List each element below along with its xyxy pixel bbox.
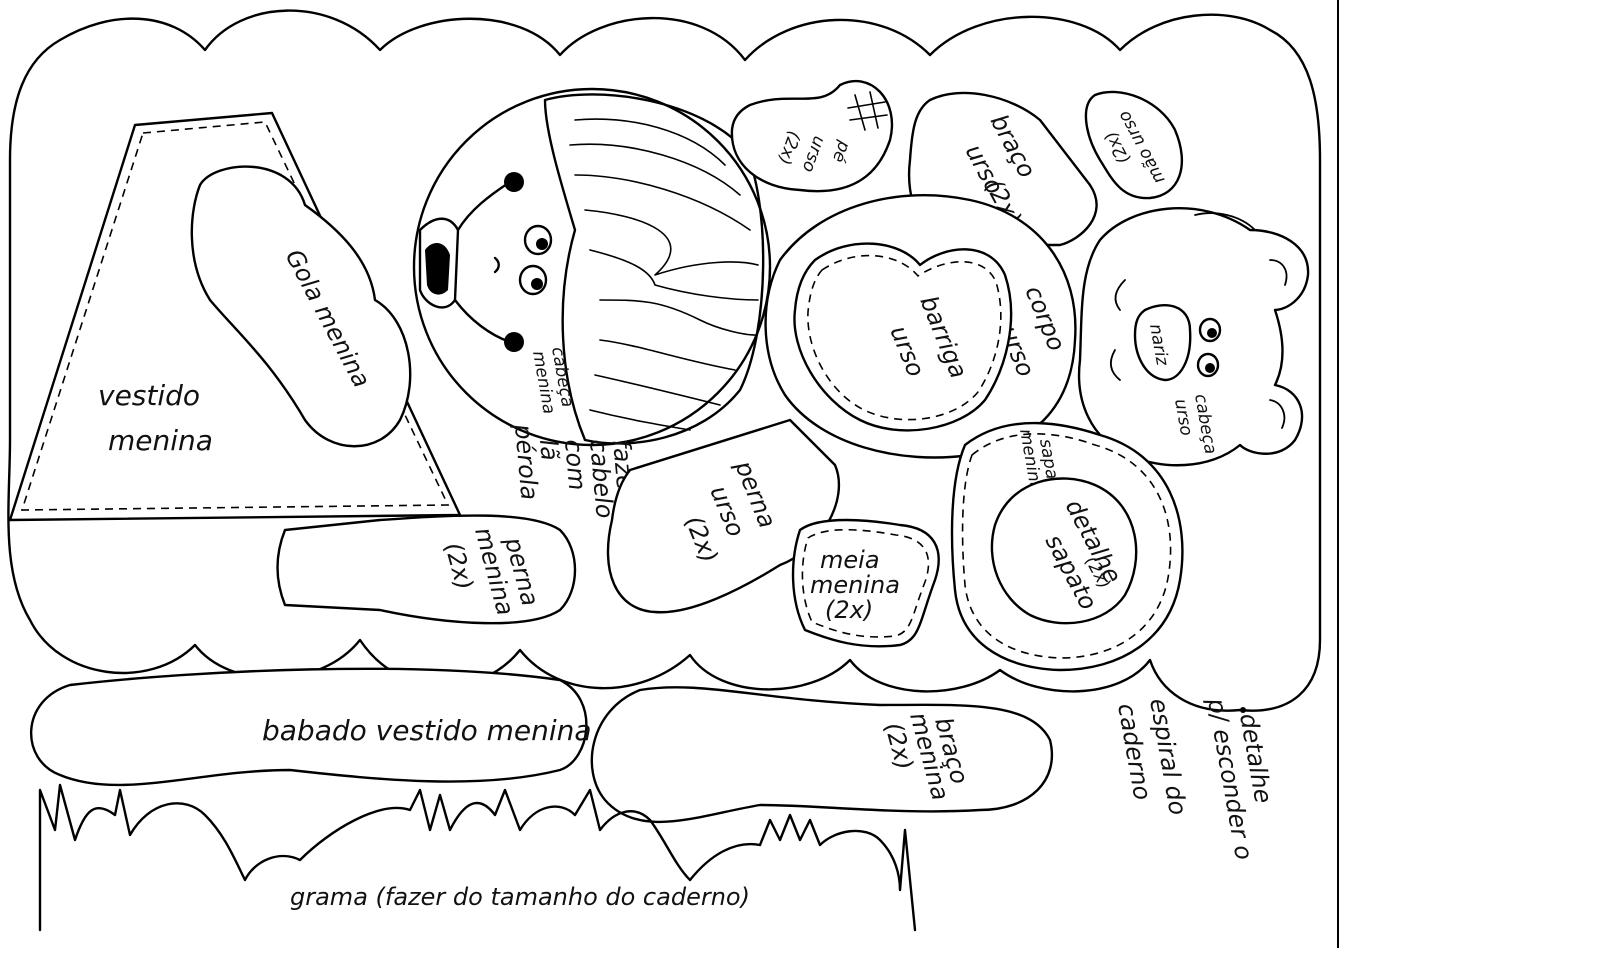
cabelo-menina-piece (543, 93, 765, 445)
detalhe-esconder-label-3: espiral do (1144, 696, 1192, 817)
gola-menina-piece (190, 165, 412, 448)
cabeca-urso-piece (1077, 207, 1310, 467)
vestido-menina-label: vestido (98, 379, 200, 412)
cloud-background-piece (7, 9, 1322, 712)
fazer-cabelo-label-3: com (559, 438, 591, 492)
vestido-menina-seam (20, 121, 450, 511)
meia-menina-piece (791, 518, 940, 648)
barriga-urso-seam (807, 254, 1002, 421)
perna-menina-piece (276, 514, 577, 625)
fazer-cabelo-label-5: pérola (509, 422, 544, 501)
grama-piece (38, 783, 917, 932)
babado-label: babado vestido menina (262, 714, 592, 747)
cabeca-menina-piece (412, 87, 772, 447)
mao-urso-piece (1084, 90, 1184, 200)
hair-stripes (569, 118, 759, 431)
meia-menina-seam (801, 528, 930, 638)
braco-menina-piece (590, 686, 1053, 824)
meia-menina-label: meia (820, 546, 880, 574)
barriga-urso-piece (793, 242, 1013, 432)
fazer-cabelo-label-4: lã (534, 438, 564, 462)
babado-piece (29, 667, 588, 787)
meia-menina-label-3: (2x) (825, 596, 873, 624)
fazer-cabelo-label-2: cabelo (584, 438, 619, 519)
vestido-menina-label-2: menina (108, 424, 213, 457)
detalhe-sapato-piece (990, 477, 1138, 625)
meia-menina-label-2: menina (810, 571, 900, 599)
pe-urso-piece (730, 79, 893, 193)
grama-label: grama (fazer do tamanho do caderno) (290, 883, 750, 911)
nariz-urso-piece (1133, 303, 1192, 382)
